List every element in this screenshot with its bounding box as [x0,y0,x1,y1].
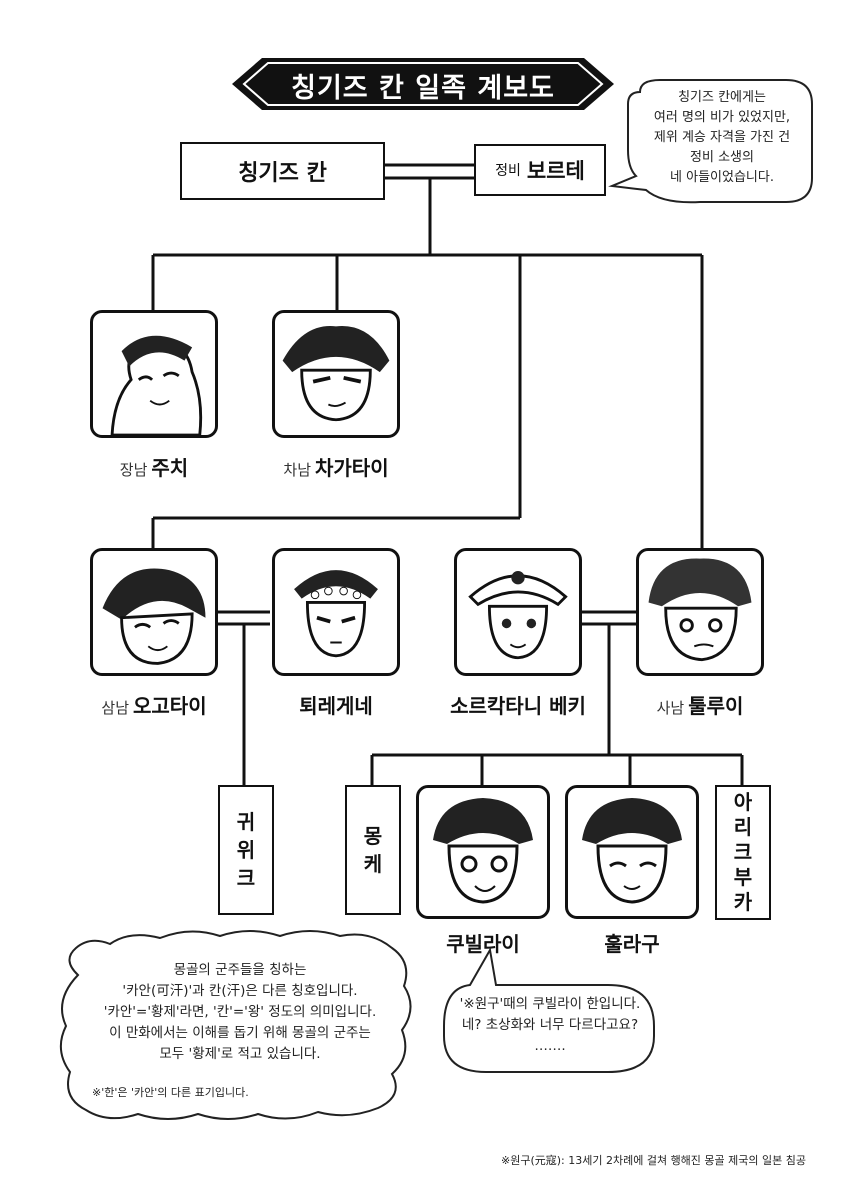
right-bubble-text: '※원구'때의 쿠빌라이 한입니다. 네? 초상화와 너무 다르다고요? ……. [448,994,652,1057]
top-bubble-line: 네 아들이었습니다. [670,170,774,185]
kublai-portrait [416,785,550,919]
top-bubble-text: 칭기즈 칸에게는 여러 명의 비가 있었지만, 제위 계승 자격을 가진 건 정… [632,88,812,188]
top-bubble-line: 여러 명의 비가 있었지만, [653,110,791,125]
jochi-name: 주치 [151,456,189,480]
top-bubble-line: 정비 소생의 [690,150,754,165]
left-note-line: 이 만화에서는 이해를 돕기 위해 몽골의 군주는 [109,1025,371,1041]
page-title: 칭기즈 칸 일족 계보도 [291,73,555,104]
chagatai-name: 차가타이 [315,456,389,480]
tolui-role: 사남 [656,699,685,717]
left-note-line: '카안(可汗)'과 칸(汗)은 다른 칭호입니다. [122,983,358,999]
ogedei-portrait [90,548,218,676]
genghis-khan-name: 칭기즈 칸 [238,161,327,186]
tolui-portrait [636,548,764,676]
right-bubble-line: '※원구'때의 쿠빌라이 한입니다. [459,996,641,1012]
left-note-line: '카안'='황제'라면, '칸'='왕' 정도의 의미입니다. [103,1004,377,1020]
right-bubble-line: ……. [534,1038,566,1054]
ariq-char: 리 [733,815,753,839]
left-note-line: 모두 '황제'로 적고 있습니다. [159,1046,321,1062]
left-note-sub: ※'한'은 '카안'의 다른 표기입니다. [92,1086,249,1099]
jochi-portrait [90,310,218,438]
guyuk-char: 귀 [236,810,256,834]
hulagu-caption: 훌라구 [565,928,699,957]
toregene-name: 퇴레게네 [299,694,373,718]
title-banner [232,58,614,110]
ogedei-role: 삼남 [101,699,129,717]
ariq-char: 아 [733,790,753,814]
left-note-bubble [59,930,412,1120]
footnote: ※원구(元寇): 13세기 2차례에 걸쳐 행해진 몽골 제국의 일본 침공 [501,1154,806,1167]
tolui-name: 툴루이 [688,694,744,718]
top-bubble-line: 제위 계승 자격을 가진 건 [653,130,791,145]
sorghaghtani-portrait [454,548,582,676]
toregene-caption: 퇴레게네 [262,690,410,719]
ariq-char: 카 [733,890,753,914]
top-bubble-line: 칭기즈 칸에게는 [678,90,766,105]
ariq-char: 부 [733,865,753,889]
ogedei-name: 오고타이 [133,694,207,718]
borte-role: 정비 [495,163,521,179]
guyuk-char: 위 [236,838,256,862]
right-speech-bubble [443,947,655,1073]
guyuk-box: 귀 위 크 [218,785,274,915]
chagatai-role: 차남 [283,461,311,479]
left-note-text: 몽골의 군주들을 칭하는 '카안(可汗)'과 칸(汗)은 다른 칭호입니다. '… [70,960,410,1065]
ariq-char: 크 [733,840,753,864]
genghis-khan-box: 칭기즈 칸 [180,142,385,200]
right-bubble-line: 네? 초상화와 너무 다르다고요? [461,1017,639,1033]
kublai-name: 쿠빌라이 [446,932,520,956]
ariq-boke-box: 아 리 크 부 카 [715,785,771,920]
jochi-role: 장남 [119,461,148,479]
mongke-char: 케 [363,852,383,876]
guyuk-char: 크 [236,866,256,890]
hulagu-name: 훌라구 [604,932,660,956]
top-speech-bubble [608,79,813,204]
left-note-line: 몽골의 군주들을 칭하는 [173,962,307,978]
mongke-char: 몽 [363,824,383,848]
toregene-portrait [272,548,400,676]
chagatai-portrait [272,310,400,438]
sorghaghtani-caption: 소르칵타니 베키 [430,690,606,719]
borte-name: 보르테 [526,159,585,183]
hulagu-portrait [565,785,699,919]
borte-box: 정비 보르테 [474,144,606,196]
kublai-caption: 쿠빌라이 [416,928,550,957]
mongke-box: 몽 케 [345,785,401,915]
sorghaghtani-name: 소르칵타니 베키 [450,694,586,718]
